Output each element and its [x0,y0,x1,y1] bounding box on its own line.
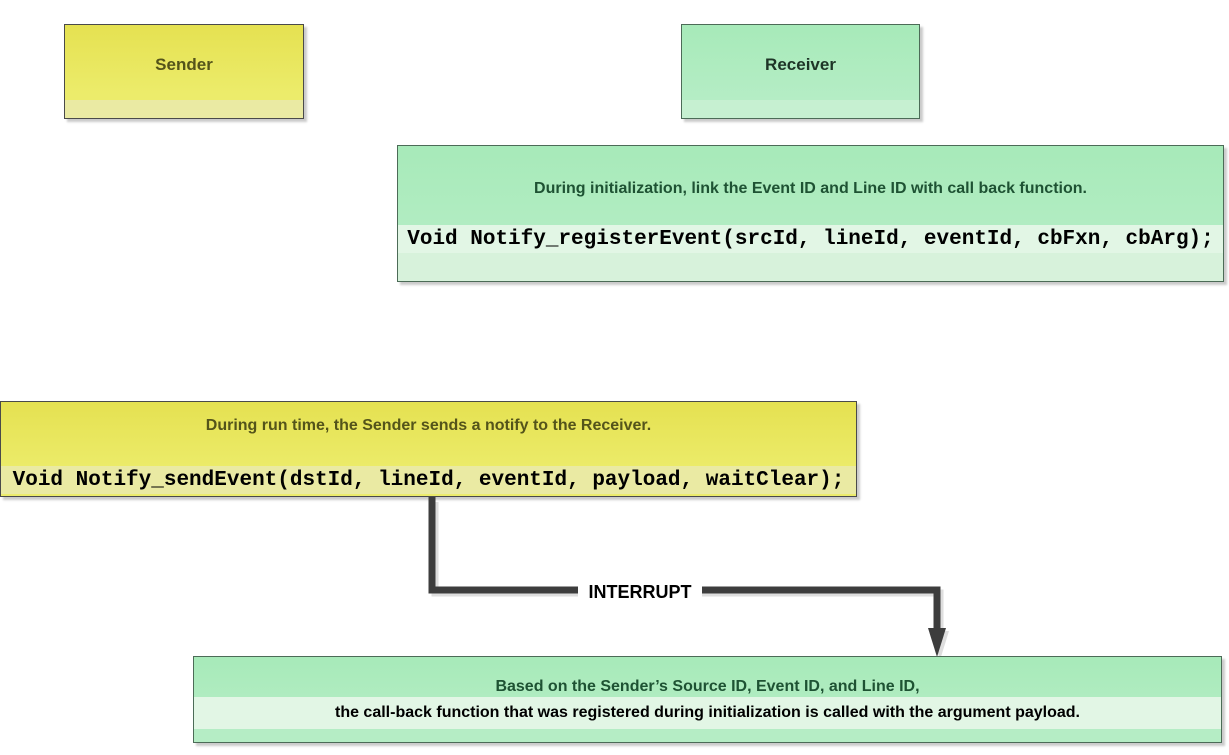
register-event-code: Void Notify_registerEvent(srcId, lineId,… [407,227,1214,251]
register-event-box: Void Notify_registerEvent(srcId, lineId,… [397,145,1224,282]
callback-line1: Based on the Sender’s Source ID, Event I… [495,678,920,695]
send-event-description: During run time, the Sender sends a noti… [205,417,652,434]
register-event-description: During initialization, link the Event ID… [534,180,1087,197]
callback-box: the call-back function that was register… [193,656,1222,743]
interrupt-label: INTERRUPT [578,582,702,603]
send-event-code-band: Void Notify_sendEvent(dstId, lineId, eve… [1,466,856,494]
callback-line2: the call-back function that was register… [334,704,1080,721]
send-event-code: Void Notify_sendEvent(dstId, lineId, eve… [12,468,845,492]
sender-box-bottom-band [65,100,303,118]
send-event-box: Void Notify_sendEvent(dstId, lineId, eve… [0,401,857,497]
receiver-label: Receiver [765,54,836,74]
callback-highlight-band: the call-back function that was register… [194,697,1221,729]
sender-label: Sender [155,54,213,74]
register-event-code-band: Void Notify_registerEvent(srcId, lineId,… [398,225,1223,253]
sender-box: Sender [64,24,304,119]
receiver-box: Receiver [681,24,920,119]
receiver-box-bottom-band [682,100,919,118]
